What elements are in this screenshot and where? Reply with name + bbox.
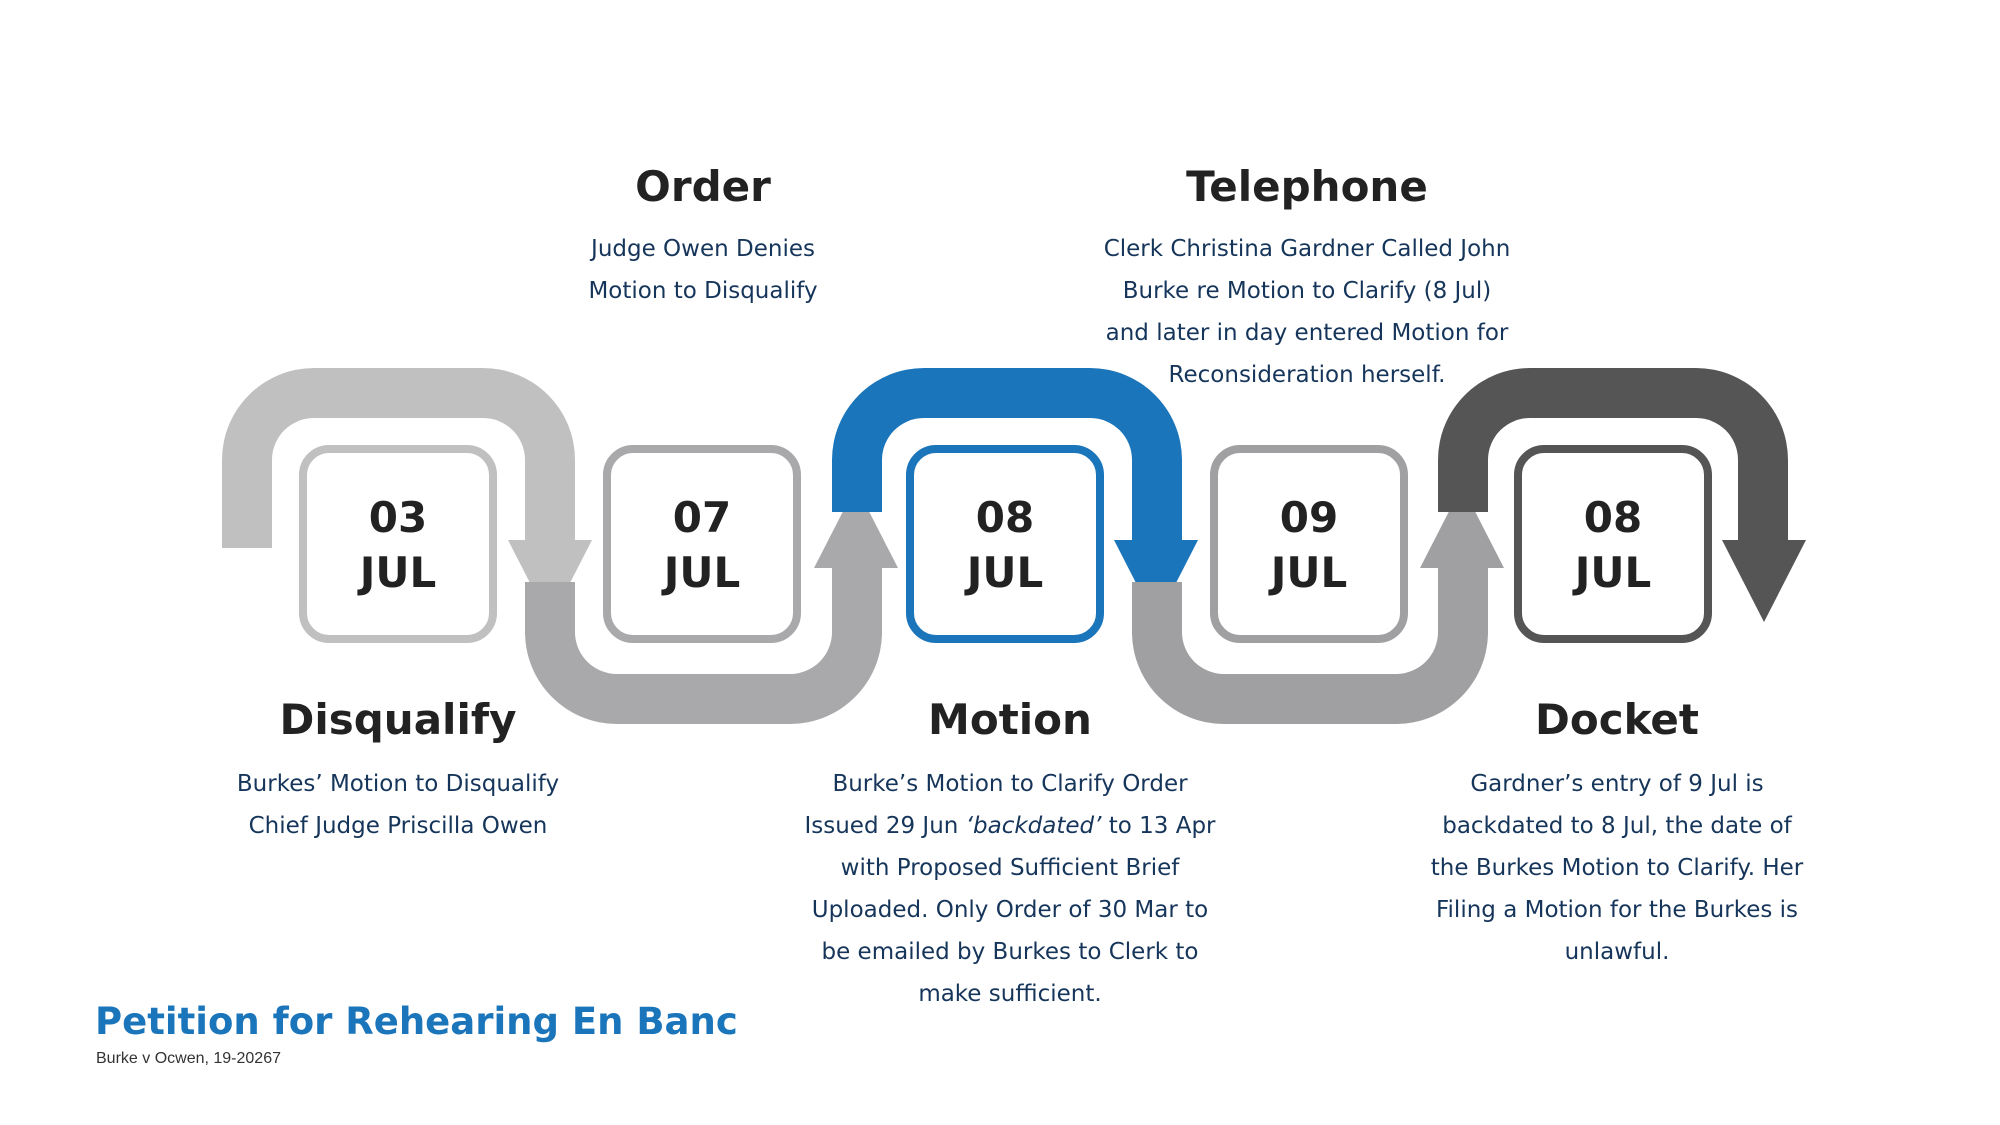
date-box-2: 07 JUL bbox=[603, 445, 801, 643]
date-box-3: 08 JUL bbox=[906, 445, 1104, 643]
date-day: 08 bbox=[976, 493, 1034, 542]
step-desc-disqualify: Burkes’ Motion to Disqualify Chief Judge… bbox=[188, 763, 608, 847]
step-title-telephone: Telephone bbox=[1186, 162, 1428, 211]
date-month: JUL bbox=[1268, 548, 1348, 597]
step-title-disqualify: Disqualify bbox=[279, 695, 517, 744]
desc-segment: to 13 Apr bbox=[1101, 813, 1216, 839]
desc-line: backdated to 8 Jul, the date of bbox=[1442, 813, 1792, 839]
desc-line: Burke re Motion to Clarify (8 Jul) bbox=[1122, 278, 1492, 304]
date-month: JUL bbox=[964, 548, 1044, 597]
desc-line: and later in day entered Motion for bbox=[1105, 320, 1509, 346]
date-day: 03 bbox=[369, 493, 427, 542]
footer-title: Petition for Rehearing En Banc bbox=[95, 1000, 738, 1043]
desc-line: Burkes’ Motion to Disqualify bbox=[236, 771, 560, 797]
arrow-5 bbox=[1438, 368, 1806, 622]
desc-line: Clerk Christina Gardner Called John bbox=[1103, 236, 1511, 262]
desc-line: Filing a Motion for the Burkes is bbox=[1435, 897, 1799, 923]
date-box-4: 09 JUL bbox=[1210, 445, 1408, 643]
step-desc-motion: Burke’s Motion to Clarify Order Issued 2… bbox=[800, 763, 1220, 1015]
step-desc-docket: Gardner’s entry of 9 Jul is backdated to… bbox=[1407, 763, 1827, 973]
footer-subtitle: Burke v Ocwen, 19-20267 bbox=[96, 1050, 281, 1067]
date-month: JUL bbox=[357, 548, 437, 597]
desc-line: the Burkes Motion to Clarify. Her bbox=[1430, 855, 1804, 881]
desc-line: Uploaded. Only Order of 30 Mar to bbox=[811, 897, 1209, 923]
desc-line: Chief Judge Priscilla Owen bbox=[248, 813, 548, 839]
desc-line: Judge Owen Denies bbox=[591, 236, 815, 262]
date-box-5: 08 JUL bbox=[1514, 445, 1712, 643]
desc-line: Burke’s Motion to Clarify Order bbox=[832, 771, 1188, 797]
step-desc-telephone: Clerk Christina Gardner Called John Burk… bbox=[1097, 228, 1517, 396]
desc-line: with Proposed Sufficient Brief bbox=[840, 855, 1180, 881]
step-title-motion: Motion bbox=[928, 695, 1092, 744]
date-day: 09 bbox=[1280, 493, 1338, 542]
date-day: 07 bbox=[673, 493, 731, 542]
date-month: JUL bbox=[661, 548, 741, 597]
desc-line: Motion to Disqualify bbox=[588, 278, 818, 304]
desc-line: Issued 29 Jun ‘backdated’ to 13 Apr bbox=[800, 805, 1220, 847]
desc-line: Reconsideration herself. bbox=[1168, 362, 1446, 388]
date-box-1: 03 JUL bbox=[299, 445, 497, 643]
date-month: JUL bbox=[1572, 548, 1652, 597]
desc-line: unlawful. bbox=[1564, 939, 1670, 965]
desc-segment: Issued 29 Jun bbox=[804, 813, 966, 839]
desc-line: be emailed by Burkes to Clerk to bbox=[821, 939, 1199, 965]
desc-italic: ‘backdated’ bbox=[965, 813, 1102, 839]
date-day: 08 bbox=[1584, 493, 1642, 542]
step-title-order: Order bbox=[635, 162, 771, 211]
step-desc-order: Judge Owen Denies Motion to Disqualify bbox=[493, 228, 913, 312]
desc-line: make sufficient. bbox=[918, 981, 1102, 1007]
desc-line: Gardner’s entry of 9 Jul is bbox=[1470, 771, 1764, 797]
step-title-docket: Docket bbox=[1535, 695, 1699, 744]
